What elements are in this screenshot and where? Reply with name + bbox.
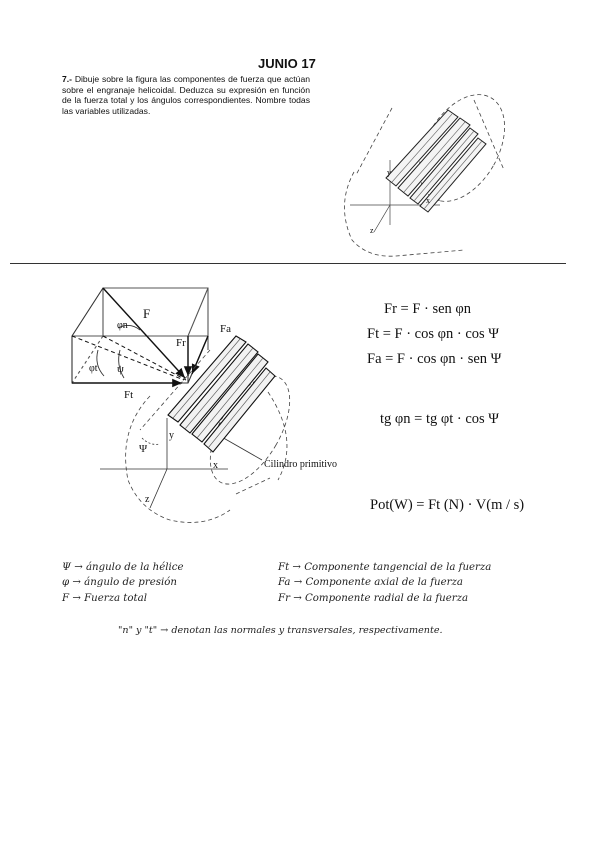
legend-text: → Componente radial de la fuerza [293, 593, 469, 604]
legend-right-1: Ft → Componente tangencial de la fuerza [278, 562, 491, 573]
legend-symbol: Fa [278, 577, 291, 588]
label-phi-n: φn [117, 320, 128, 331]
legend-symbol: φ [62, 577, 70, 588]
exam-title: JUNIO 17 [258, 56, 316, 71]
legend-symbol: Fr [278, 593, 290, 604]
section-divider [10, 263, 566, 264]
label-F: F [143, 306, 150, 321]
legend-text: → Componente axial de la fuerza [293, 577, 463, 588]
legend-left-3: F → Fuerza total [62, 593, 147, 604]
legend-text: → ángulo de la hélice [74, 562, 184, 573]
label-Fr: Fr [176, 337, 186, 349]
label-y: y [169, 430, 174, 441]
legend-right-3: Fr → Componente radial de la fuerza [278, 593, 468, 604]
formula-fr: Fr = F · sen φn [384, 301, 472, 317]
legend-left-1: Ψ → ángulo de la hélice [62, 562, 184, 573]
legend-symbol: Ψ [62, 562, 71, 573]
top-y-label: y [387, 168, 391, 177]
legend-text: → ángulo de presión [72, 577, 177, 588]
label-psi: ψ [117, 363, 124, 375]
question-statement: 7.- Dibuje sobre la figura las component… [62, 74, 310, 116]
legend-left-2: φ → ángulo de presión [62, 577, 177, 588]
legend-right-2: Fa → Componente axial de la fuerza [278, 577, 463, 588]
legend-symbol: Ft [278, 562, 290, 573]
label-x: x [213, 460, 218, 471]
formula-pot: Pot(W) = Ft (N) · V(m / s) [370, 497, 525, 513]
legend-text: → Componente tangencial de la fuerza [292, 562, 492, 573]
label-psi-bottom: Ψ [139, 443, 148, 455]
legend-note: "n" y "t" → denotan las normales y trans… [118, 625, 443, 636]
question-text: Dibuje sobre la figura las componentes d… [62, 74, 310, 116]
formula-fa: Fa = F · cos φn · sen Ψ [367, 351, 502, 367]
top-x-label: x [426, 196, 430, 205]
formula-ft: Ft = F · cos φn · cos Ψ [367, 326, 499, 342]
label-Ft: Ft [124, 389, 133, 401]
legend-symbol: F [62, 593, 70, 604]
label-Fa: Fa [220, 323, 231, 335]
legend-text: → Fuerza total [72, 593, 147, 604]
label-phi-t: φt [89, 363, 98, 374]
question-number: 7.- [62, 74, 73, 84]
formula-tg: tg φn = tg φt · cos Ψ [380, 411, 499, 427]
top-z-label: z [370, 226, 374, 235]
label-cylinder: Cilindro primitivo [264, 459, 337, 470]
label-z: z [145, 494, 150, 505]
